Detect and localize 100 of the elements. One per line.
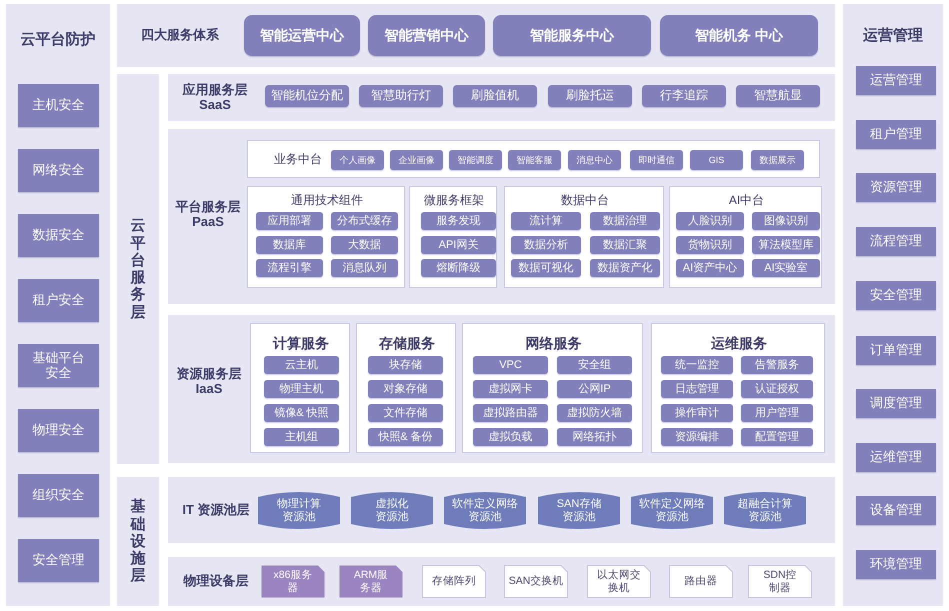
management-box: 流程管理 (856, 227, 936, 256)
management-box: 环境管理 (856, 550, 936, 579)
component-box: AI实验室 (752, 259, 820, 277)
module-card (356, 323, 456, 453)
device-box: SAN交换机 (504, 565, 568, 598)
management-box: 资源管理 (856, 173, 936, 202)
application-box: 刷脸托运 (548, 85, 632, 107)
module-title: 运维服务 (711, 334, 767, 352)
component-box: 虚拟网卡 (473, 380, 548, 398)
tag-box: 消息中心 (568, 150, 621, 170)
component-box: 货物识别 (676, 236, 744, 254)
tag-box: 智能调度 (449, 150, 502, 170)
module-card (247, 186, 405, 288)
module-title: 计算服务 (273, 334, 329, 352)
layer-title: 基础设施层 (130, 498, 146, 585)
service-center-box: 智能营销中心 (368, 15, 485, 56)
layer-title: 物理设备层 (184, 574, 248, 589)
tag-box: 个人画像 (331, 150, 384, 170)
layer-band (168, 557, 835, 606)
service-center-box: 智能机务 中心 (660, 15, 818, 56)
component-box: 虚拟负载 (473, 428, 548, 446)
component-box: 分布式缓存 (331, 212, 398, 230)
layer-band (168, 74, 835, 121)
device-box: SDN控制器 (748, 565, 812, 598)
component-box: 对象存储 (368, 380, 443, 398)
management-box: 组织安全 (18, 474, 99, 517)
tag-box: 智能客服 (508, 150, 561, 170)
component-box: 数据可视化 (511, 259, 581, 277)
tag-box: 即时通信 (630, 150, 683, 170)
layer-title: IT 资源池层 (182, 502, 250, 518)
panel-title: 运营管理 (863, 27, 923, 45)
management-box: 调度管理 (856, 389, 936, 418)
component-box: 熔断降级 (421, 259, 496, 277)
component-box: 镜像& 快照 (264, 404, 339, 422)
layer-band (168, 129, 835, 304)
resource-pool-cylinder: 软件定义网络资源池 (444, 490, 526, 531)
component-box: 用户管理 (741, 404, 813, 422)
management-box: 数据安全 (18, 214, 99, 257)
component-box: 云主机 (264, 356, 339, 374)
service-center-box: 智能运营中心 (244, 15, 360, 56)
management-box: 运营管理 (856, 66, 936, 95)
component-box: 物理主机 (264, 380, 339, 398)
component-box: 主机组 (264, 428, 339, 446)
module-card (409, 186, 497, 288)
component-box: 日志管理 (661, 380, 733, 398)
layer-band (117, 4, 835, 67)
application-box: 行李追踪 (642, 85, 726, 107)
management-box: 网络安全 (18, 149, 99, 192)
management-box: 物理安全 (18, 409, 99, 452)
management-box: 基础平台安全 (18, 344, 99, 387)
layer-title: 平台服务层 PaaS (174, 200, 242, 230)
server-box: x86服务器 (261, 565, 325, 598)
application-box: 智慧助行灯 (359, 85, 443, 107)
layer-band (168, 477, 835, 543)
module-title: 业务中台 (274, 153, 322, 167)
management-box: 订单管理 (856, 336, 936, 365)
component-box: 安全组 (557, 356, 632, 374)
tag-box: 数据展示 (751, 150, 804, 170)
resource-pool-cylinder: 虚拟化资源池 (351, 490, 433, 531)
component-box: 数据治理 (590, 212, 660, 230)
module-card (669, 186, 822, 288)
module-title: 存储服务 (379, 334, 435, 352)
management-box: 设备管理 (856, 496, 936, 525)
tag-box: 企业画像 (390, 150, 443, 170)
layer-title: 云平台服务层 (130, 217, 146, 321)
side-panel (6, 4, 110, 606)
management-box: 租户安全 (18, 279, 99, 322)
component-box: 网络拓扑 (557, 428, 632, 446)
component-box: 块存储 (368, 356, 443, 374)
resource-pool-cylinder: 物理计算资源池 (258, 490, 340, 531)
component-box: 人脸识别 (676, 212, 744, 230)
layer-title: 应用服务层 SaaS (181, 82, 248, 112)
component-box: 图像识别 (752, 212, 820, 230)
component-box: 算法模型库 (752, 236, 820, 254)
resource-pool-cylinder: 软件定义网络资源池 (631, 490, 713, 531)
component-box: 应用部署 (256, 212, 323, 230)
component-box: 流计算 (511, 212, 581, 230)
application-box: 刷脸值机 (453, 85, 537, 107)
management-box: 租户管理 (856, 120, 936, 149)
component-box: VPC (473, 356, 548, 374)
resource-pool-cylinder: SAN存储资源池 (538, 490, 620, 531)
module-title: 数据中台 (561, 194, 609, 208)
component-box: 快照& 备份 (368, 428, 443, 446)
panel-title: 云平台防护 (20, 31, 96, 49)
component-box: 虚拟防火墙 (557, 404, 632, 422)
device-box: 路由器 (669, 565, 733, 598)
device-box: 以太网交换机 (587, 565, 651, 598)
module-card (504, 186, 664, 288)
component-box: 数据资产化 (590, 259, 660, 277)
component-box: 数据汇聚 (590, 236, 660, 254)
resource-pool-cylinder: 超融合计算资源池 (724, 490, 806, 531)
component-box: 公网IP (557, 380, 632, 398)
module-card (651, 323, 825, 453)
component-box: 配置管理 (741, 428, 813, 446)
service-center-box: 智能服务中心 (493, 15, 651, 56)
device-box: 存储阵列 (422, 565, 486, 598)
server-box: ARM服务器 (339, 565, 403, 598)
module-card (462, 323, 643, 453)
module-title: 网络服务 (526, 334, 582, 352)
tag-box: GIS (690, 150, 743, 170)
